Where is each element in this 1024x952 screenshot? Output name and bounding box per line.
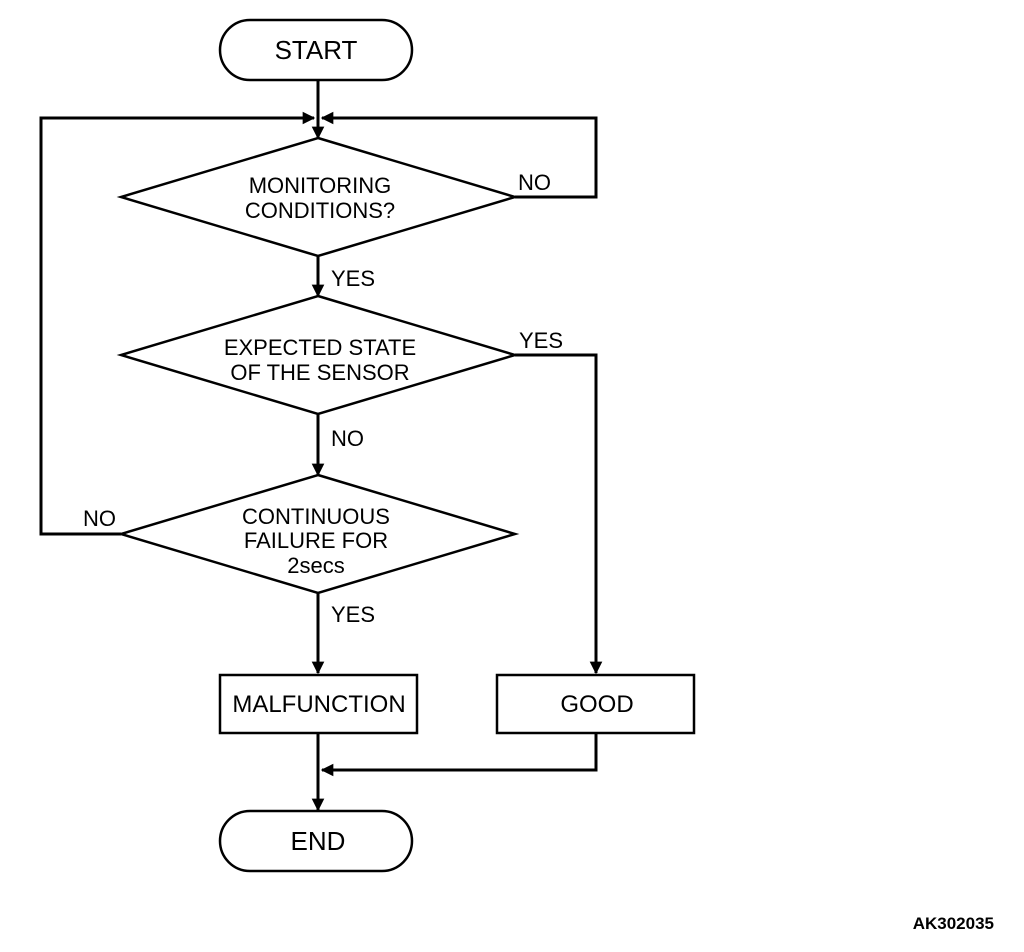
continuous-label-line2: FAILURE FOR: [244, 528, 388, 553]
arrow-expected-yes-to-good: [515, 353, 603, 675]
connectors: [39, 80, 603, 812]
good-box: GOOD: [495, 673, 696, 735]
edge-label-expected-no: NO: [331, 426, 364, 451]
edge-label-continuous-yes: YES: [331, 602, 375, 627]
expected-label-line2: OF THE SENSOR: [230, 360, 409, 385]
end-label: END: [291, 826, 346, 856]
edge-label-expected-yes: YES: [519, 328, 563, 353]
malfunction-label: MALFUNCTION: [232, 691, 405, 718]
figure-code: AK302035: [913, 914, 994, 933]
monitoring-label-line1: MONITORING: [249, 173, 392, 198]
continuous-label-line3: 2secs: [287, 553, 344, 578]
end-terminal: END: [218, 809, 414, 873]
monitoring-label-line2: CONDITIONS?: [245, 198, 395, 223]
edge-label-continuous-no: NO: [83, 506, 116, 531]
decision-continuous-failure: CONTINUOUS FAILURE FOR 2secs: [116, 473, 520, 595]
malfunction-box: MALFUNCTION: [218, 673, 419, 735]
good-label: GOOD: [560, 691, 633, 718]
loop-monitoring-no: [320, 111, 598, 199]
expected-label-line1: EXPECTED STATE: [224, 335, 416, 360]
decision-expected-state: EXPECTED STATE OF THE SENSOR: [116, 294, 520, 416]
continuous-label-line1: CONTINUOUS: [242, 504, 390, 529]
edge-label-monitoring-yes: YES: [331, 266, 375, 291]
start-label: START: [275, 35, 358, 65]
edge-label-monitoring-no: NO: [518, 170, 551, 195]
arrow-good-to-merge: [320, 733, 598, 777]
start-terminal: START: [218, 18, 414, 82]
decision-monitoring-conditions: MONITORING CONDITIONS?: [116, 136, 520, 258]
loop-continuous-no: [39, 111, 316, 536]
